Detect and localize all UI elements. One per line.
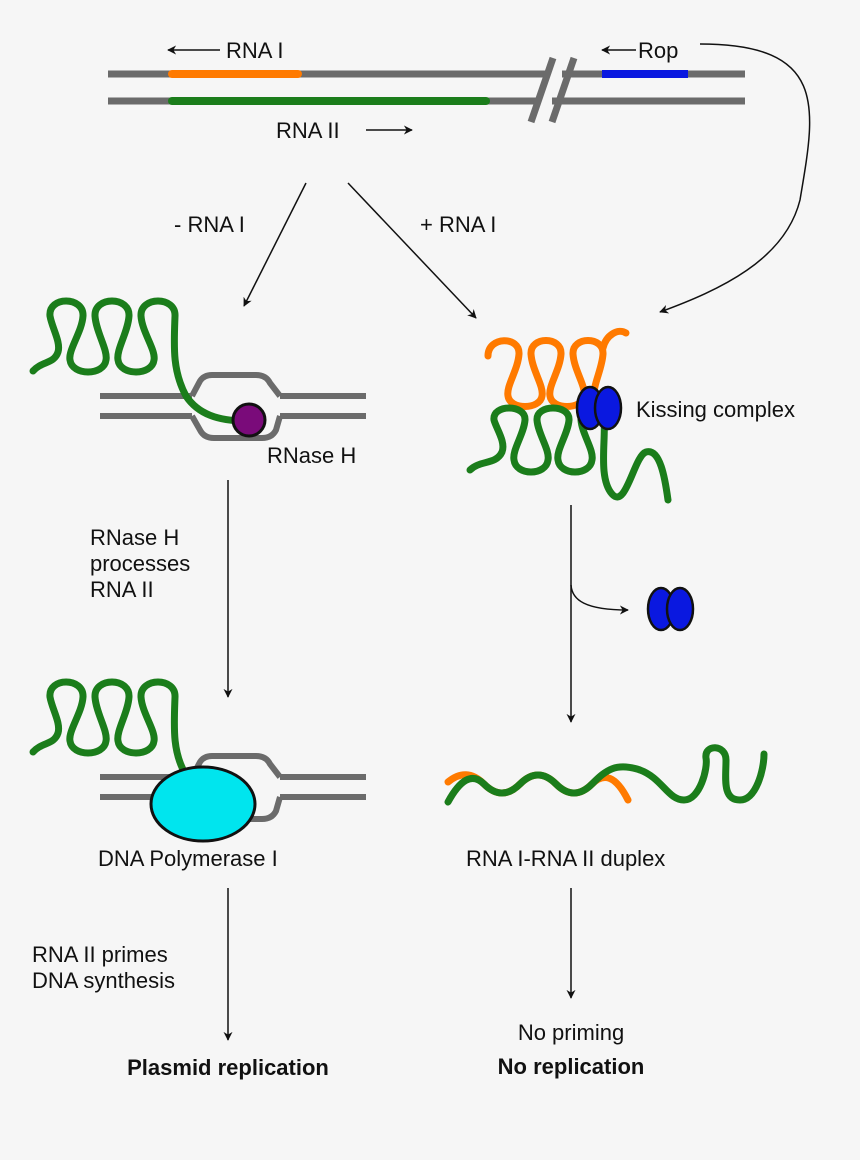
polymerase-stage	[29, 678, 366, 843]
plasmid-replication-label: Plasmid replication	[127, 1055, 329, 1080]
kissing-complex	[466, 327, 672, 504]
no-replication-label: No replication	[498, 1054, 645, 1079]
primes-step-line-1: RNA II primes	[32, 942, 168, 967]
no-priming-label: No priming	[518, 1020, 624, 1045]
rnase-h-label: RNase H	[267, 443, 356, 468]
plasmid-dna	[108, 56, 745, 124]
primes-step-line-2: DNA synthesis	[32, 968, 175, 993]
rnase-h-stage	[29, 297, 366, 441]
rnase-step-line-3: RNA II	[90, 577, 154, 602]
branch-arrow-left	[243, 182, 307, 307]
released-rop-icon	[646, 586, 695, 632]
minus-rna1-label: - RNA I	[174, 212, 245, 237]
duplex-label: RNA I-RNA II duplex	[466, 846, 665, 871]
rop-release-arrow	[570, 584, 629, 615]
rop-gene-label: Rop	[638, 38, 678, 63]
dna-polymerase-icon	[149, 765, 257, 843]
rna-duplex	[444, 744, 768, 806]
rnase-h-enzyme-icon	[231, 402, 267, 438]
dna-pol-label: DNA Polymerase I	[98, 846, 278, 871]
kissing-complex-label: Kissing complex	[636, 397, 795, 422]
rop-to-complex-arrow	[659, 43, 811, 314]
rnase-step-line-1: RNase H	[90, 525, 179, 550]
plus-rna1-label: + RNA I	[420, 212, 496, 237]
rna2-gene-label: RNA II	[276, 118, 340, 143]
rnase-step-line-2: processes	[90, 551, 190, 576]
rna1-gene-label: RNA I	[226, 38, 283, 63]
branch-arrow-right	[347, 182, 477, 319]
rop-dimer-icon	[575, 385, 623, 431]
